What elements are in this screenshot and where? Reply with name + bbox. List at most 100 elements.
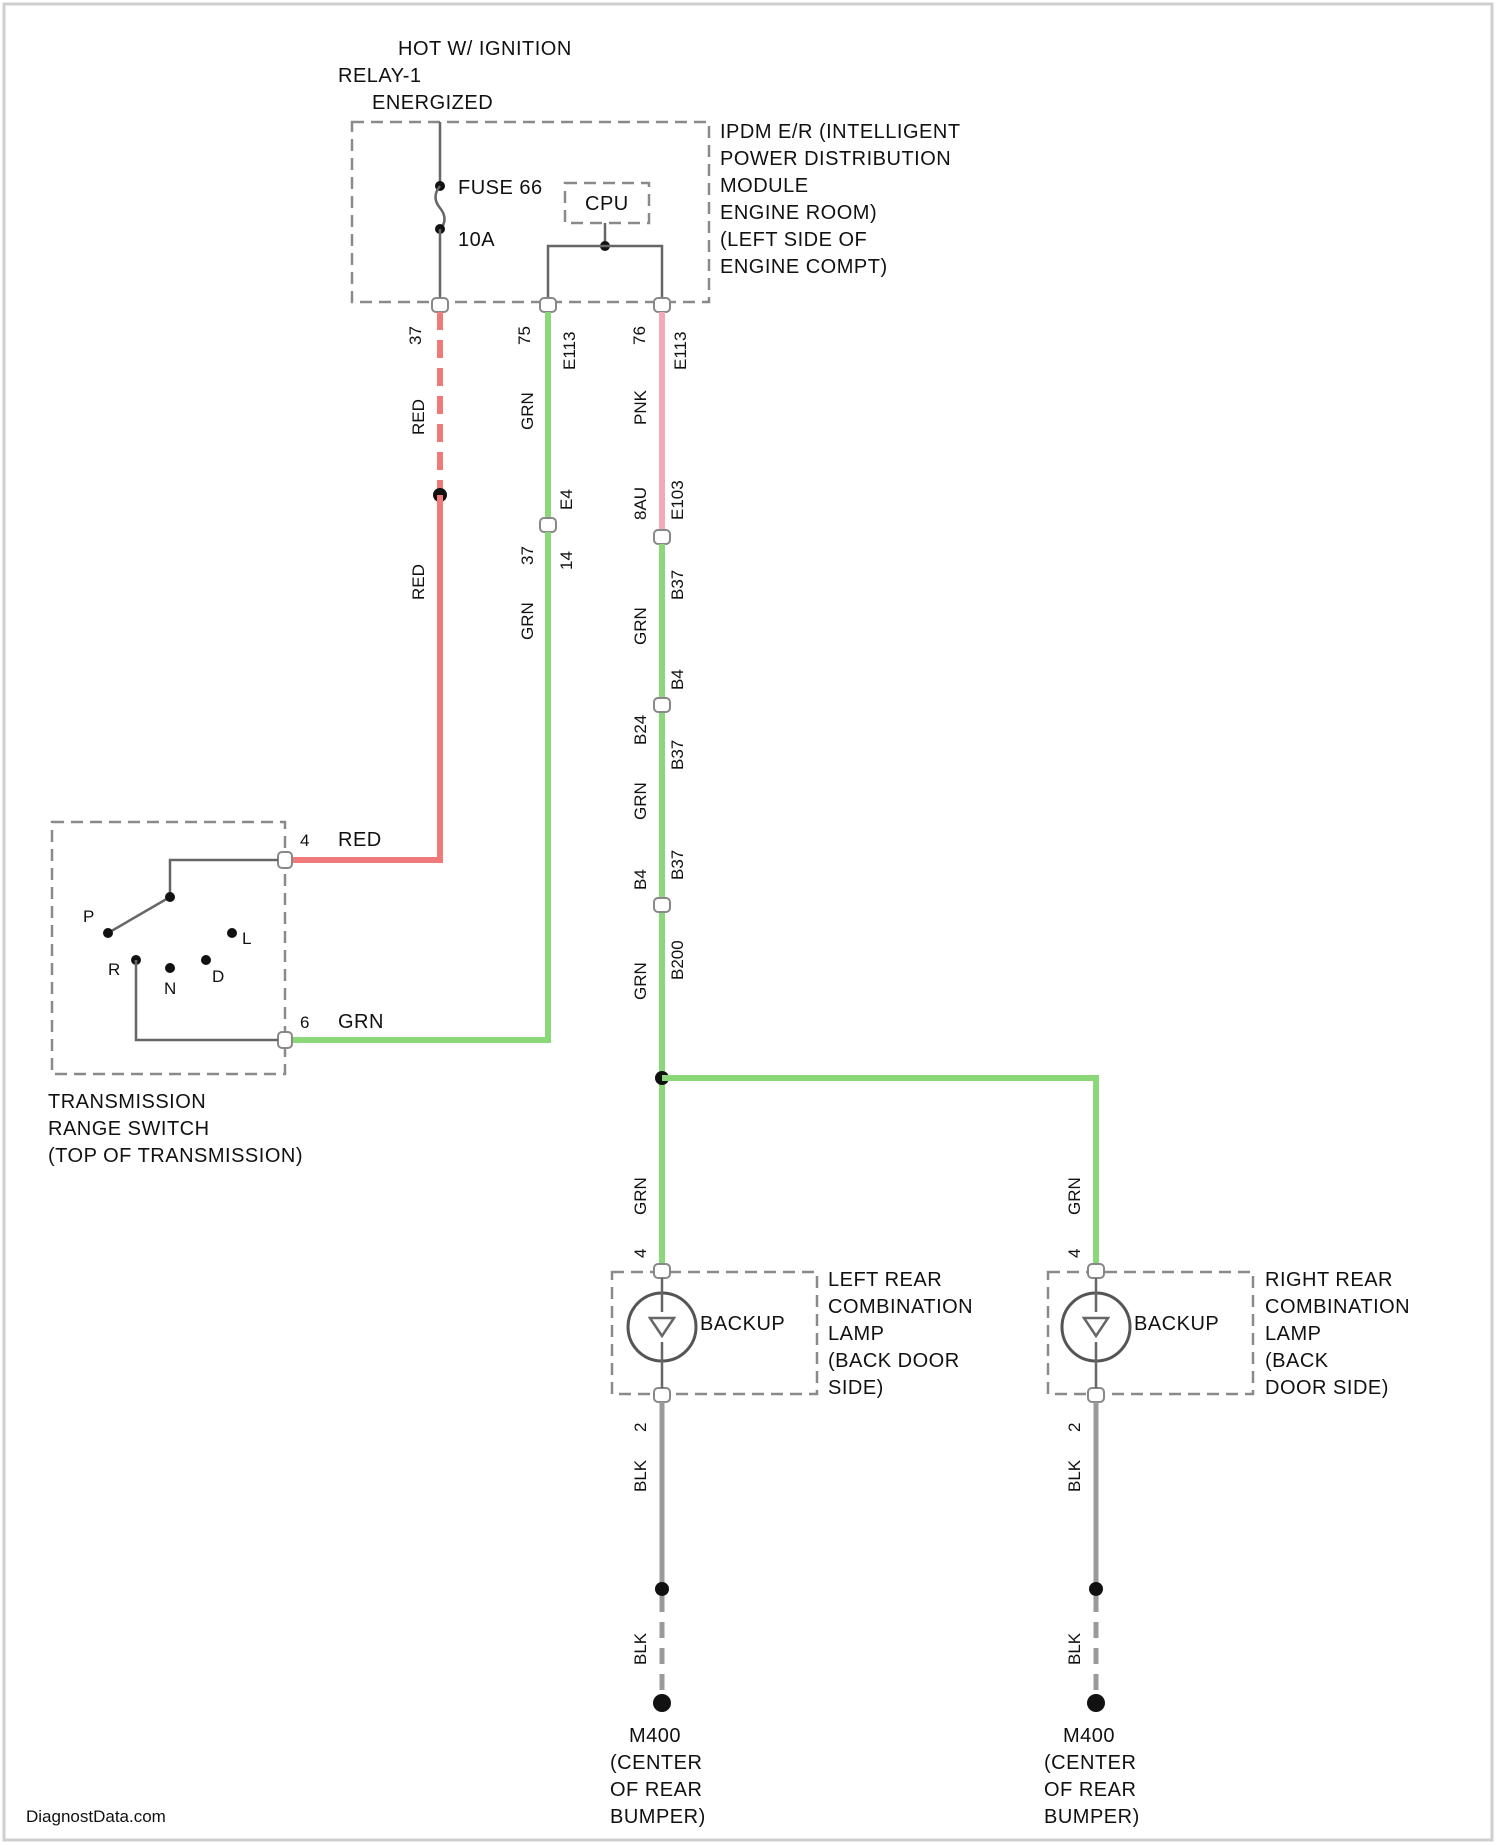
seg-label-6: B37 <box>668 850 687 880</box>
pnk-label: PNK <box>631 389 650 425</box>
left-lamp-pin2: 2 <box>631 1423 650 1432</box>
e4-pin: 14 <box>557 551 576 570</box>
ipdm-label-1: POWER DISTRIBUTION <box>720 148 951 170</box>
ipdm-label-4: (LEFT SIDE OF <box>720 229 867 251</box>
left-lamp-pin4-conn <box>654 1264 670 1278</box>
ipdm-pin-75: 75 <box>515 326 534 345</box>
right-lamp-label-4: DOOR SIDE) <box>1265 1377 1389 1399</box>
left-lamp-pin2-conn <box>654 1388 670 1402</box>
left-lamp-pin4: 4 <box>631 1249 650 1258</box>
ipdm-conn-76 <box>654 298 670 312</box>
left-lamp-label-0: LEFT REAR <box>828 1269 942 1291</box>
trans-label-2: (TOP OF TRANSMISSION) <box>48 1145 303 1167</box>
left-lamp-function: BACKUP <box>700 1313 785 1335</box>
right-lamp-label-1: COMBINATION <box>1265 1296 1410 1318</box>
right-ground-label-3: BUMPER) <box>1044 1806 1140 1828</box>
left-branch-color: GRN <box>631 1177 650 1215</box>
cpu-bus <box>548 246 662 300</box>
ipdm-conn-e113-b: E113 <box>671 332 690 370</box>
trans-pin4-color: RED <box>338 829 382 851</box>
cpu-label: CPU <box>585 193 629 215</box>
left-ground-label-3: BUMPER) <box>610 1806 706 1828</box>
seg-label-2: B4 <box>668 669 687 690</box>
left-lamp-label-3: (BACK DOOR <box>828 1350 960 1372</box>
pos-p: P <box>83 907 94 926</box>
power-source-line1: HOT W/ IGNITION <box>398 38 572 60</box>
fuse-label: FUSE 66 <box>458 177 543 199</box>
right-lamp-pin2-conn <box>1088 1388 1104 1402</box>
red-upper-label: RED <box>409 399 428 435</box>
right-branch-color: GRN <box>1065 1177 1084 1215</box>
right-lamp-label-0: RIGHT REAR <box>1265 1269 1393 1291</box>
right-ground-lower-label: BLK <box>1065 1632 1084 1665</box>
red-wire <box>288 495 440 860</box>
e4-conn <box>540 518 556 532</box>
switch-top-wire <box>170 860 278 897</box>
switch-arm <box>108 897 170 933</box>
e4-label: E4 <box>557 489 576 510</box>
grn-upper-label: GRN <box>518 392 537 430</box>
e103-pin: 8AU <box>631 487 650 520</box>
switch-contact-d <box>201 955 211 965</box>
seg-label-3: B37 <box>668 740 687 770</box>
ipdm-conn-37 <box>432 298 448 312</box>
red-lower-label: RED <box>409 564 428 600</box>
ipdm-conn-75 <box>540 298 556 312</box>
inline-conn-2 <box>654 898 670 912</box>
ipdm-pin-76: 76 <box>630 326 649 345</box>
ipdm-label-3: ENGINE ROOM) <box>720 202 877 224</box>
e103-label: E103 <box>668 480 687 520</box>
grn-lower-label: GRN <box>518 602 537 640</box>
seg-label-0: B37 <box>668 570 687 600</box>
seg-label-7: GRN <box>631 962 650 1000</box>
diagram-border <box>4 4 1492 1840</box>
b4-pin: 37 <box>518 546 537 565</box>
left-ground-lower-label: BLK <box>631 1632 650 1665</box>
left-ground-terminal <box>653 1694 671 1712</box>
right-lamp-label-2: LAMP <box>1265 1323 1321 1345</box>
left-ground-upper-label: BLK <box>631 1459 650 1492</box>
trans-pin6: 6 <box>300 1013 309 1032</box>
right-ground-splice <box>1089 1582 1103 1596</box>
left-ground-label-2: OF REAR <box>610 1779 702 1801</box>
right-lamp-pin4-conn <box>1088 1264 1104 1278</box>
ipdm-label-2: MODULE <box>720 175 809 197</box>
ipdm-label-0: IPDM E/R (INTELLIGENT <box>720 121 961 143</box>
pos-n: N <box>164 979 176 998</box>
right-ground-label-0: M400 <box>1063 1725 1115 1747</box>
trans-label-1: RANGE SWITCH <box>48 1118 210 1140</box>
trans-label-0: TRANSMISSION <box>48 1091 206 1113</box>
e103-conn <box>654 530 670 544</box>
right-lamp-pin4: 4 <box>1065 1249 1084 1258</box>
fuse-symbol <box>436 186 445 230</box>
trans-pin4: 4 <box>300 831 309 850</box>
trans-pin4-conn <box>278 852 292 868</box>
right-lamp-label-3: (BACK <box>1265 1350 1329 1372</box>
switch-contact-l <box>227 928 237 938</box>
left-ground-label-0: M400 <box>629 1725 681 1747</box>
inline-conn-1 <box>654 698 670 712</box>
seg-label-4: GRN <box>631 782 650 820</box>
power-source-line3: ENERGIZED <box>372 92 493 114</box>
right-ground-upper-label: BLK <box>1065 1459 1084 1492</box>
switch-contact-p <box>103 928 113 938</box>
ipdm-conn-e113-a: E113 <box>560 332 579 370</box>
seg-label-8: B4 <box>631 869 650 890</box>
switch-contact-n <box>165 963 175 973</box>
pos-l: L <box>242 929 251 948</box>
watermark: DiagnostData.com <box>26 1807 166 1826</box>
seg-label-9: B200 <box>668 940 687 980</box>
ipdm-box <box>352 122 709 302</box>
left-ground-splice <box>655 1582 669 1596</box>
switch-r-wire <box>136 960 278 1040</box>
right-lamp-pin2: 2 <box>1065 1423 1084 1432</box>
seg-label-1: GRN <box>631 607 650 645</box>
ipdm-label-5: ENGINE COMPT) <box>720 256 888 278</box>
right-ground-label-2: OF REAR <box>1044 1779 1136 1801</box>
right-branch-wire <box>662 1078 1096 1268</box>
pos-r: R <box>108 960 120 979</box>
seg-label-5: B24 <box>631 715 650 745</box>
trans-pin6-conn <box>278 1032 292 1048</box>
ipdm-pin-37: 37 <box>406 326 425 345</box>
